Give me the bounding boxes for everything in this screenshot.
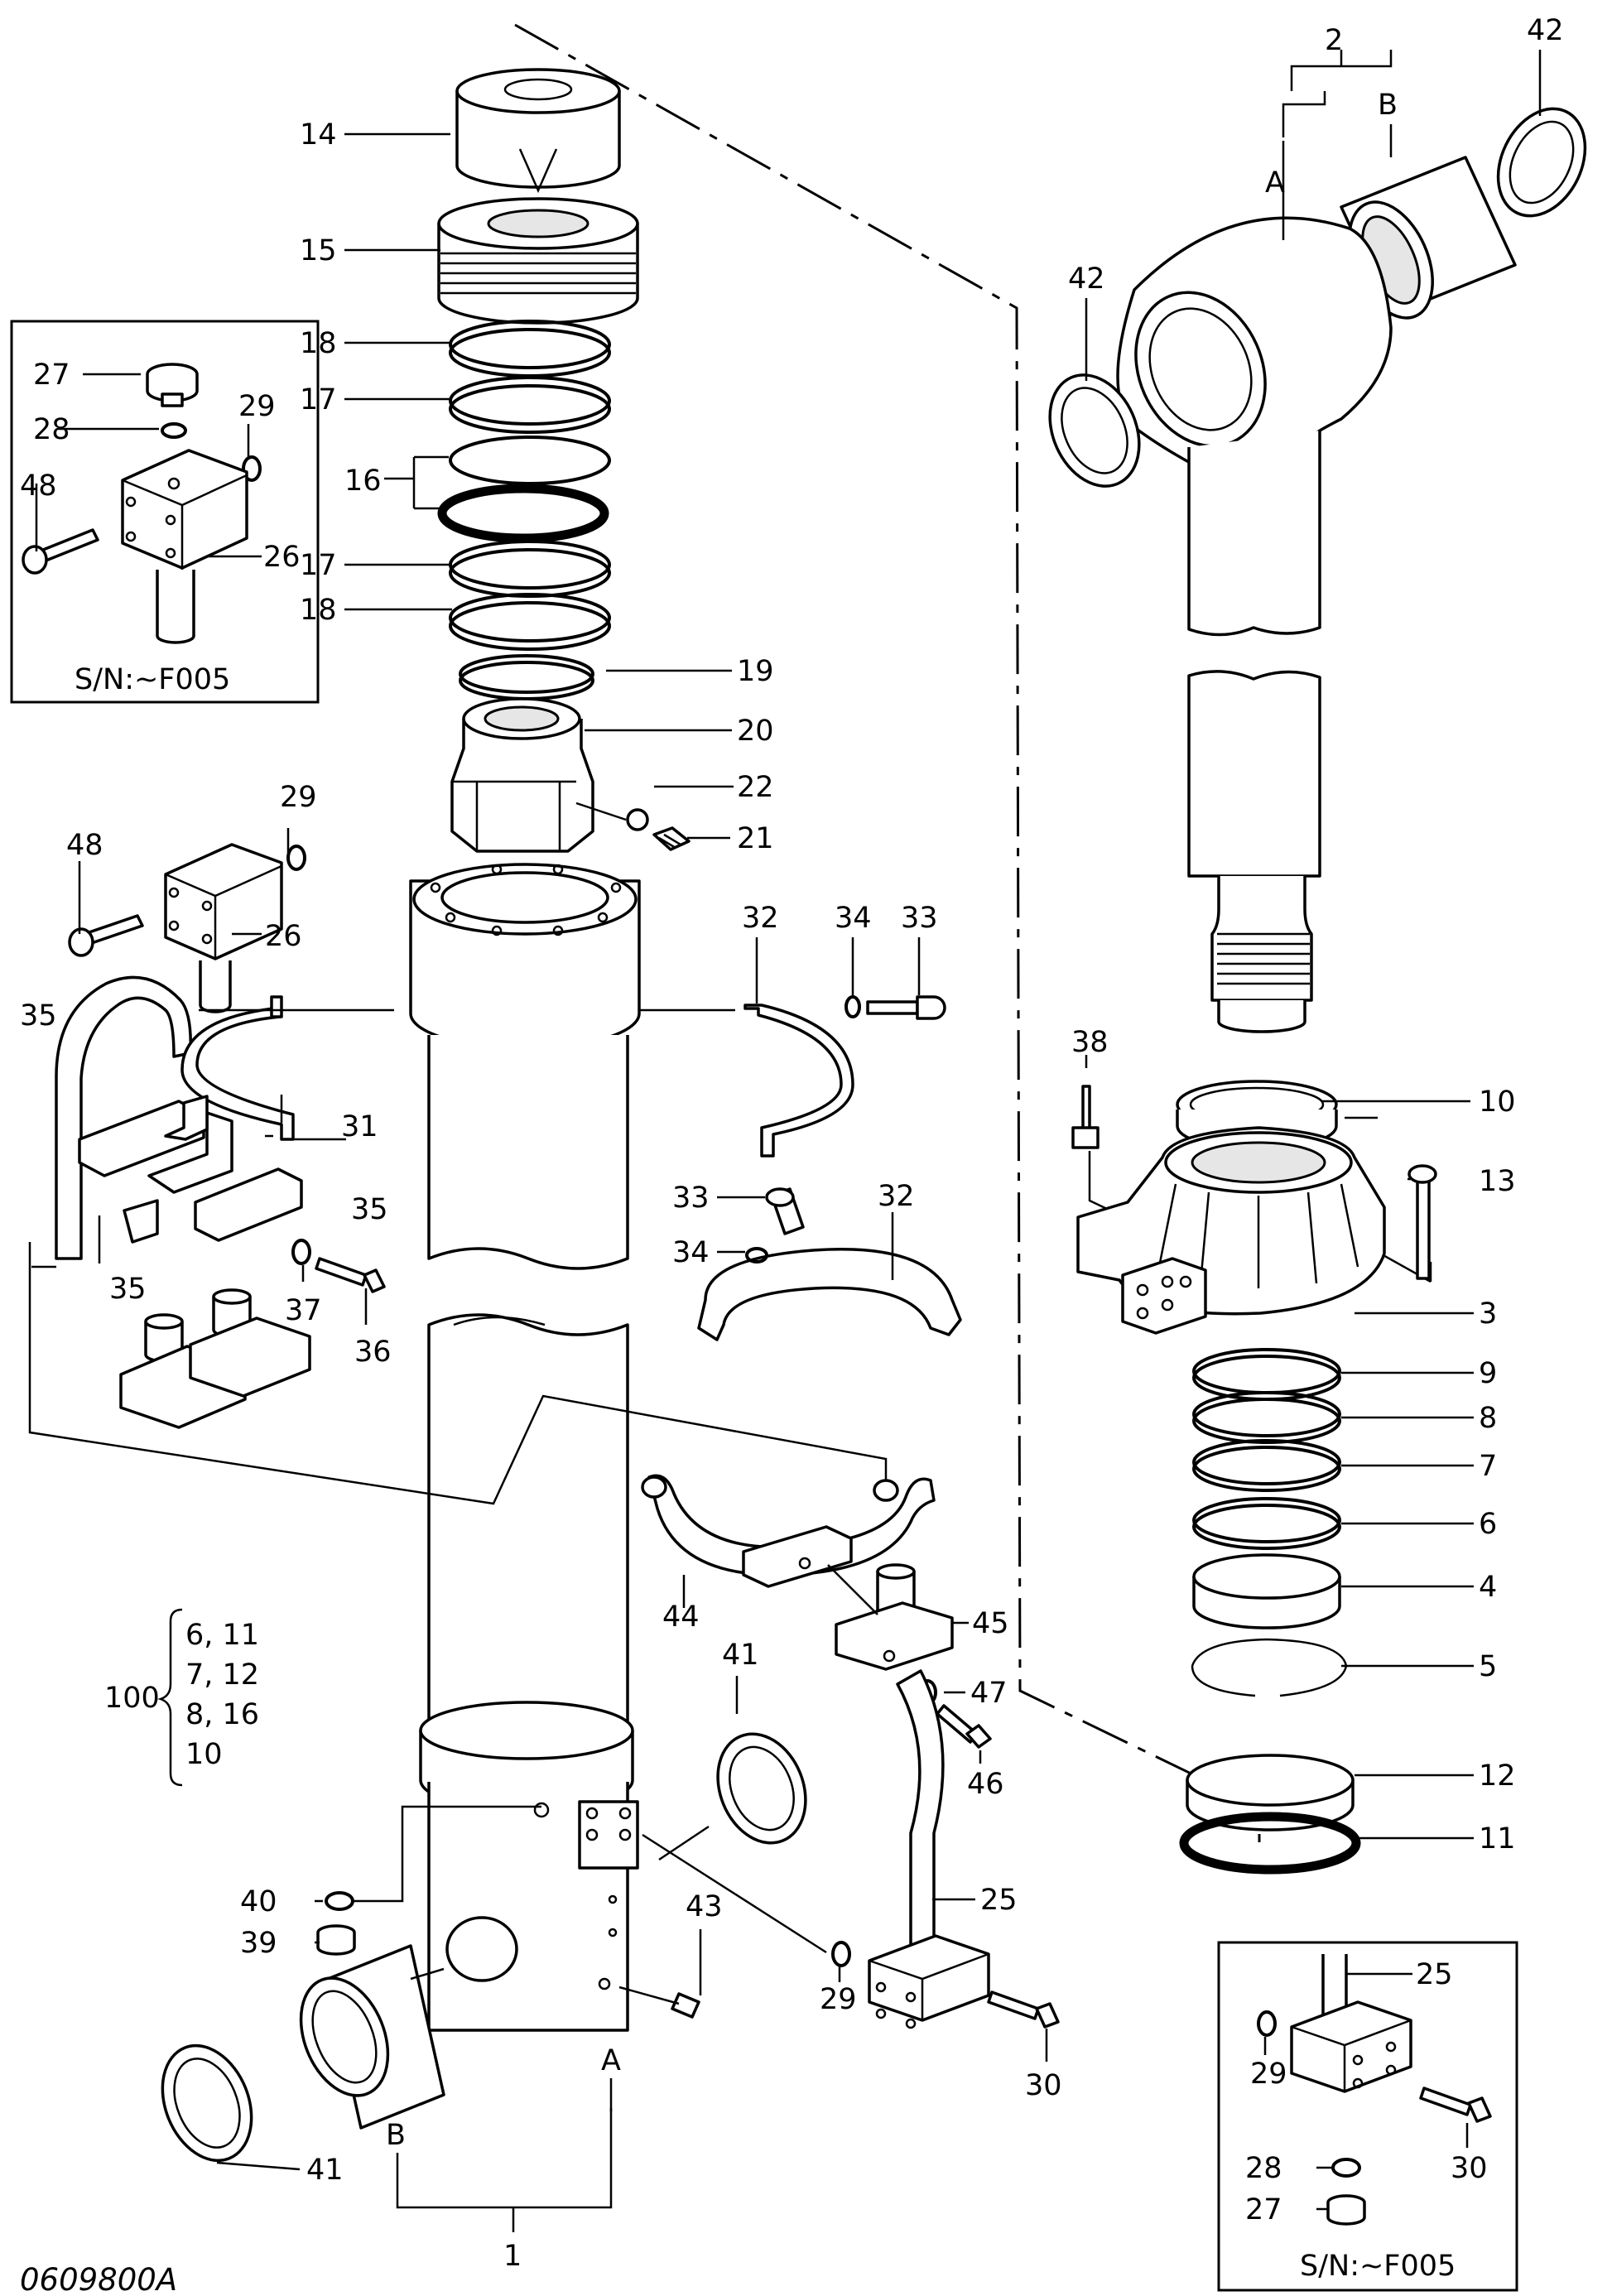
label-side-a2: A bbox=[1265, 166, 1285, 200]
label-25b: 25 bbox=[1416, 1958, 1453, 1991]
label-28b: 28 bbox=[1245, 2152, 1282, 2185]
label-35c: 35 bbox=[109, 1273, 147, 1306]
label-28a: 28 bbox=[33, 413, 70, 446]
hose-clamp-group: 48 29 26 35 31 35 35 37 36 bbox=[20, 781, 888, 1505]
label-44: 44 bbox=[662, 1600, 700, 1634]
label-37: 37 bbox=[285, 1294, 322, 1327]
label-40: 40 bbox=[240, 1885, 277, 1918]
label-39: 39 bbox=[240, 1927, 277, 1960]
label-35b: 35 bbox=[351, 1193, 388, 1226]
kit-row-4: 10 bbox=[185, 1738, 223, 1771]
label-21: 21 bbox=[737, 822, 774, 855]
label-16: 16 bbox=[344, 464, 382, 498]
cylinder-head-group: 38 10 13 3 9 8 7 6 4 5 12 11 bbox=[1071, 1026, 1516, 1875]
label-29c: 29 bbox=[820, 1983, 857, 2016]
label-27a: 27 bbox=[33, 359, 70, 392]
inset-bottom-right: 25 29 30 28 27 S/N:~F005 bbox=[1217, 1941, 1518, 2292]
rod-eye-group: 2 B A 42 42 bbox=[1048, 14, 1587, 1033]
label-34a: 34 bbox=[835, 902, 872, 935]
label-22: 22 bbox=[737, 771, 774, 804]
label-10: 10 bbox=[1479, 1085, 1516, 1119]
label-43: 43 bbox=[686, 1890, 723, 1923]
label-26a: 26 bbox=[263, 541, 301, 574]
label-33a: 33 bbox=[901, 902, 938, 935]
serial-note-right: S/N:~F005 bbox=[1300, 2250, 1456, 2283]
label-26b: 26 bbox=[265, 920, 302, 953]
label-41a: 41 bbox=[722, 1639, 759, 1672]
label-9: 9 bbox=[1479, 1357, 1497, 1390]
label-13: 13 bbox=[1479, 1165, 1516, 1198]
label-1: 1 bbox=[503, 2240, 522, 2273]
label-34b: 34 bbox=[672, 1236, 710, 1269]
label-2: 2 bbox=[1325, 24, 1343, 57]
kit-100: 100 6, 11 7, 12 8, 16 10 bbox=[104, 1608, 259, 1787]
kit-number: 100 bbox=[104, 1682, 160, 1715]
label-36: 36 bbox=[354, 1336, 392, 1369]
label-48b: 48 bbox=[66, 829, 103, 862]
label-27b: 27 bbox=[1245, 2193, 1282, 2226]
label-side-a1: A bbox=[601, 2044, 621, 2077]
label-38: 38 bbox=[1071, 1026, 1109, 1059]
label-17b: 17 bbox=[300, 549, 337, 582]
clamp-32-group: 32 34 33 33 34 32 bbox=[639, 902, 962, 1341]
label-4: 4 bbox=[1479, 1571, 1497, 1604]
label-18a: 18 bbox=[300, 327, 337, 360]
label-45: 45 bbox=[972, 1607, 1009, 1640]
label-12: 12 bbox=[1479, 1759, 1516, 1793]
label-side-b2: B bbox=[1378, 89, 1398, 122]
cylinder-upper-tube bbox=[409, 863, 641, 1270]
label-47: 47 bbox=[970, 1677, 1008, 1710]
pipe-25-group: 44 45 47 46 25 29 30 bbox=[641, 1474, 1062, 2102]
label-15: 15 bbox=[300, 234, 337, 267]
label-35a: 35 bbox=[20, 999, 57, 1032]
label-30b: 30 bbox=[1451, 2152, 1488, 2185]
label-33b: 33 bbox=[672, 1182, 710, 1215]
label-30a: 30 bbox=[1025, 2069, 1062, 2102]
label-14: 14 bbox=[300, 118, 337, 152]
serial-note-left: S/N:~F005 bbox=[75, 663, 230, 696]
label-side-b1: B bbox=[386, 2119, 406, 2152]
label-42a: 42 bbox=[1527, 14, 1564, 47]
label-32b: 32 bbox=[878, 1180, 915, 1213]
label-18b: 18 bbox=[300, 594, 337, 627]
label-32a: 32 bbox=[742, 902, 779, 935]
label-42b: 42 bbox=[1068, 262, 1105, 296]
label-7: 7 bbox=[1479, 1450, 1497, 1483]
gland-stack: 14 15 18 17 16 17 18 19 20 22 21 bbox=[300, 68, 774, 855]
label-48a: 48 bbox=[20, 469, 57, 503]
cylinder-lower-tube: 40 39 41 41 43 A B 1 bbox=[161, 1313, 807, 2273]
label-19: 19 bbox=[737, 655, 774, 688]
inset-top-left: 27 28 29 48 26 S/N:~F005 bbox=[10, 320, 320, 704]
kit-row-2: 7, 12 bbox=[185, 1658, 259, 1692]
label-17a: 17 bbox=[300, 383, 337, 416]
label-6: 6 bbox=[1479, 1508, 1497, 1541]
label-11: 11 bbox=[1479, 1822, 1516, 1856]
label-41b: 41 bbox=[306, 2154, 344, 2187]
kit-row-1: 6, 11 bbox=[185, 1619, 259, 1652]
label-8: 8 bbox=[1479, 1402, 1497, 1435]
label-25a: 25 bbox=[980, 1884, 1018, 1917]
label-29a: 29 bbox=[238, 390, 276, 423]
label-20: 20 bbox=[737, 715, 774, 748]
kit-row-3: 8, 16 bbox=[185, 1698, 259, 1731]
drawing-code: 0609800A bbox=[20, 2262, 177, 2296]
label-29b: 29 bbox=[280, 781, 317, 814]
label-29d: 29 bbox=[1250, 2058, 1287, 2091]
label-46: 46 bbox=[967, 1768, 1004, 1801]
label-31: 31 bbox=[341, 1110, 378, 1143]
label-5: 5 bbox=[1479, 1650, 1497, 1683]
label-3: 3 bbox=[1479, 1297, 1497, 1331]
